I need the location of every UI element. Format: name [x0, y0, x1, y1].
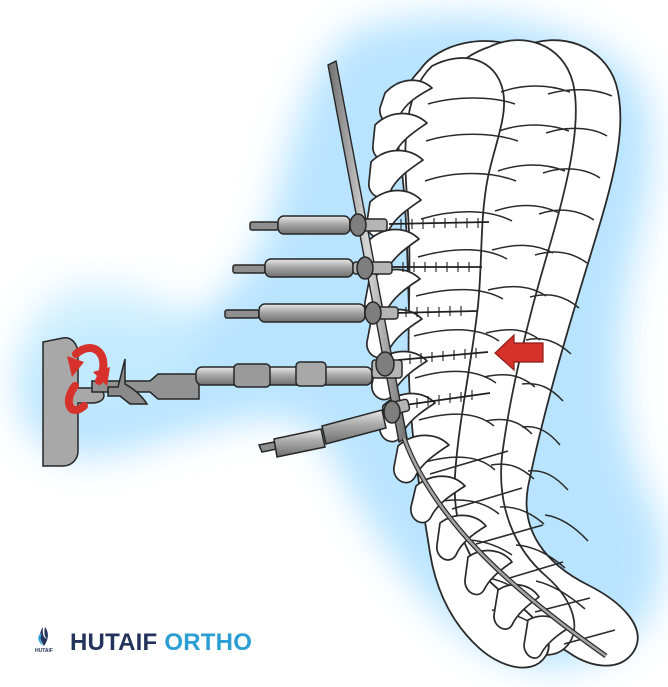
pointer-arrow-icon [494, 333, 544, 372]
pedicle-screw [388, 218, 490, 229]
brand-name-primary: HUTAIF [70, 629, 158, 656]
screw-extenders [42, 213, 411, 467]
screw-extender [224, 301, 399, 325]
pedicle-screws [388, 218, 491, 408]
rotation-handle-extender [42, 336, 403, 467]
pedicle-screw [391, 262, 482, 272]
brand-name-secondary: ORTHO [164, 629, 253, 656]
screw-extender [232, 256, 393, 280]
rotation-arrow-icon [64, 344, 110, 414]
hutaif-logo-icon: HUTAIF [30, 626, 58, 660]
pedicle-screw [404, 390, 491, 408]
lumbar-screw-segments [429, 450, 616, 645]
spine-vertebral-column [364, 39, 639, 669]
screw-extender [249, 213, 388, 237]
screw-extender [257, 398, 411, 458]
pedicle-screw [397, 348, 489, 364]
logo-text: HUTAIF [35, 648, 53, 654]
pedicle-screw [394, 306, 478, 317]
